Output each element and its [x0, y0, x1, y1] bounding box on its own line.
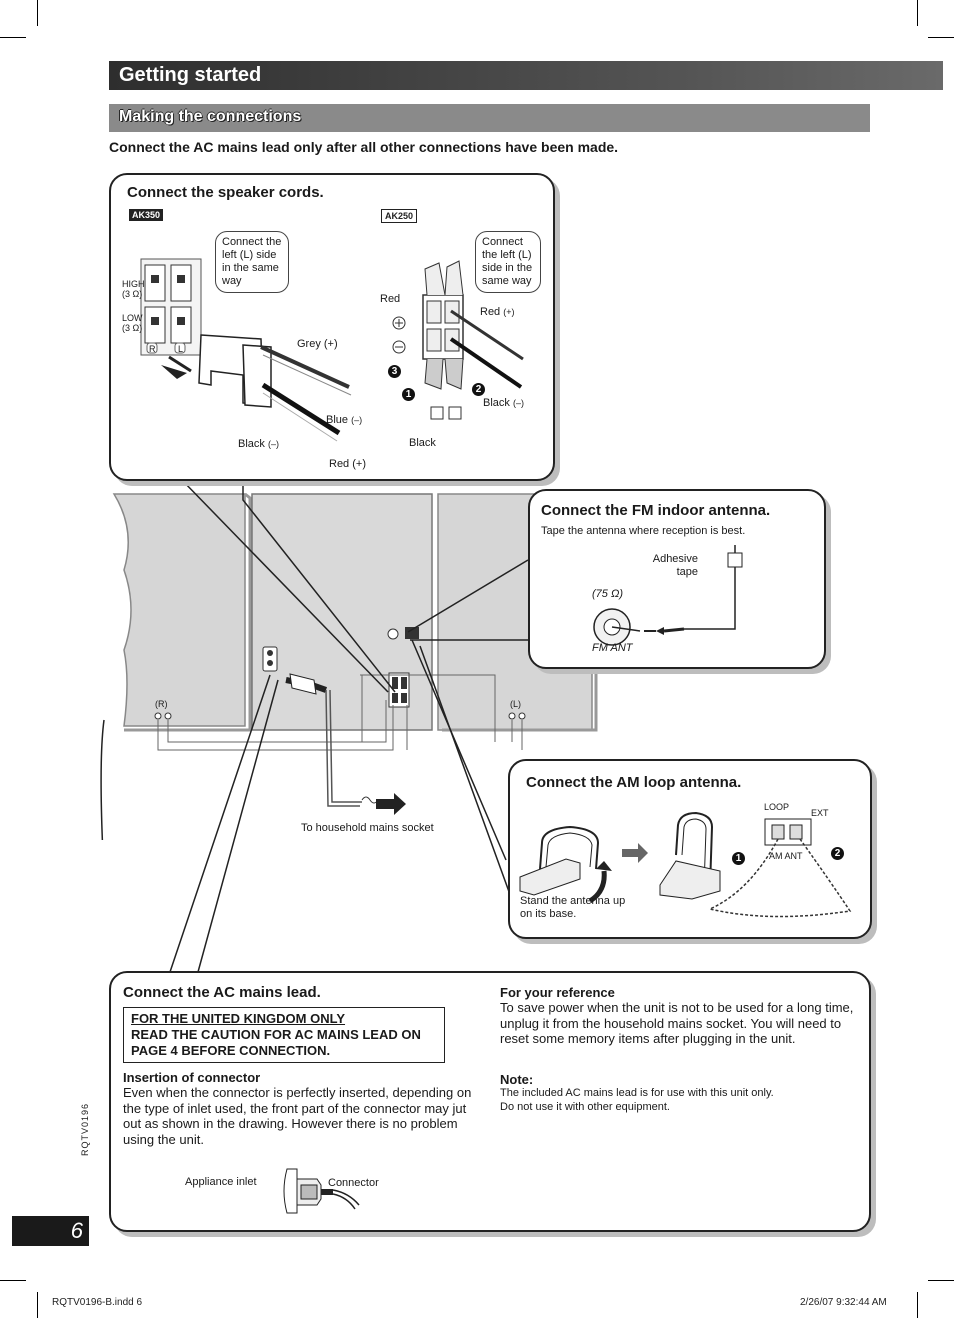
step-2-badge: 2 — [472, 383, 485, 396]
ak250-badge: AK250 — [381, 209, 418, 223]
ac-title: Connect the AC mains lead. — [123, 984, 321, 1001]
footer-file: RQTV0196-B.indd 6 — [52, 1297, 143, 1308]
ac-mains-panel: Connect the AC mains lead. FOR THE UNITE… — [109, 971, 871, 1232]
fm-title: Connect the FM indoor antenna. — [541, 502, 771, 519]
step-3-badge: 3 — [388, 365, 401, 378]
connector-drawing — [283, 1168, 360, 1214]
insertion-body: Even when the connector is perfectly ins… — [123, 1085, 472, 1147]
uk-line-1: FOR THE UNITED KINGDOM ONLY — [131, 1011, 346, 1026]
reference-body: To save power when the unit is not to be… — [500, 1000, 854, 1046]
subsection-title: Making the connections — [119, 108, 302, 125]
black-label: Black — [238, 438, 265, 450]
black-right-label: Black — [483, 397, 510, 409]
fm-note: Tape the antenna where reception is best… — [541, 525, 746, 537]
unit-illustration — [100, 492, 598, 840]
fm-antenna-panel: Connect the FM indoor antenna. Tape the … — [528, 489, 826, 669]
footer-date: 2/26/07 9:32:44 AM — [800, 1297, 887, 1308]
section-title: Getting started — [119, 64, 262, 86]
right-speaker-label: (R) — [155, 699, 168, 709]
am-ant-label: AM ANT — [769, 851, 803, 861]
black-sign: (–) — [267, 439, 279, 449]
am-title: Connect the AM loop antenna. — [526, 774, 742, 791]
l-terminal: L — [178, 344, 184, 354]
high-ohm: (3 Ω) — [122, 289, 143, 299]
note-line-2: Do not use it with other equipment. — [500, 1101, 670, 1113]
fm-antenna-drawing — [593, 545, 743, 646]
fm-ant-label: FM ANT — [592, 642, 633, 654]
note-title: Note: — [500, 1072, 534, 1087]
blue-label: Blue — [326, 414, 349, 426]
black-right-sign: (–) — [512, 398, 524, 408]
mains-warning: Connect the AC mains lead only after all… — [109, 139, 619, 155]
am-antenna-drawing — [519, 811, 852, 918]
appliance-inlet-label: Appliance inlet — [185, 1176, 257, 1188]
crop-mark — [928, 37, 954, 38]
am-step-1-badge: 1 — [732, 852, 745, 865]
red-right-label: Red — [480, 306, 501, 318]
page-number: 6 — [70, 1218, 83, 1243]
adhesive-tape-label: Adhesive tape — [652, 553, 698, 578]
note-line-1: The included AC mains lead is for use wi… — [500, 1087, 774, 1099]
crop-mark — [0, 37, 26, 38]
uk-line-2: READ THE CAUTION FOR AC MAINS LEAD ON PA… — [131, 1027, 421, 1058]
high-label: HIGH — [122, 279, 145, 289]
low-ohm: (3 Ω) — [122, 323, 143, 333]
red-plus-label: Red (+) — [329, 458, 366, 470]
connector-label: Connector — [328, 1177, 379, 1189]
blue-sign: (–) — [351, 415, 363, 425]
crop-mark — [37, 0, 38, 26]
red-left-label: Red — [380, 293, 401, 305]
subsection-header: Making the connections — [109, 104, 870, 132]
crop-mark — [917, 1292, 918, 1318]
red-right-sign: (+) — [503, 307, 515, 317]
grey-label: Grey (+) — [297, 338, 338, 350]
r-terminal: R — [149, 344, 156, 354]
callout-left: Connect the left (L) side in the same wa… — [215, 231, 289, 293]
crop-mark — [0, 1280, 26, 1281]
stand-antenna-note: Stand the antenna up on its base. — [520, 895, 626, 920]
am-step-2-badge: 2 — [831, 847, 844, 860]
insertion-title: Insertion of connector — [123, 1070, 261, 1085]
document-code: RQTV0196 — [80, 1102, 90, 1156]
am-antenna-panel: Connect the AM loop antenna. Stand the a… — [508, 759, 872, 939]
uk-caution-box: FOR THE UNITED KINGDOM ONLY READ THE CAU… — [123, 1007, 445, 1063]
step-1-badge: 1 — [402, 388, 415, 401]
left-speaker-label: (L) — [510, 699, 521, 709]
section-header: Getting started — [109, 61, 943, 90]
black-bottom-label: Black — [409, 437, 436, 449]
speaker-title: Connect the speaker cords. — [127, 184, 324, 201]
page-number-tab: 6 — [12, 1216, 89, 1246]
reference-title: For your reference — [500, 985, 615, 1000]
ak350-badge: AK350 — [129, 209, 164, 221]
speaker-wiring-diagram — [140, 258, 524, 442]
low-label: LOW — [122, 313, 143, 323]
crop-mark — [37, 1292, 38, 1318]
ext-label: EXT — [811, 808, 829, 818]
crop-mark — [928, 1280, 954, 1281]
loop-label: LOOP — [764, 802, 790, 812]
speaker-panel: Connect the speaker cords. AK350 AK250 C… — [109, 173, 555, 481]
crop-mark — [917, 0, 918, 26]
mains-socket-label: To household mains socket — [301, 822, 434, 834]
callout-right: Connect the left (L) side in the same wa… — [475, 231, 541, 293]
fm-ohm: (75 Ω) — [592, 588, 623, 600]
